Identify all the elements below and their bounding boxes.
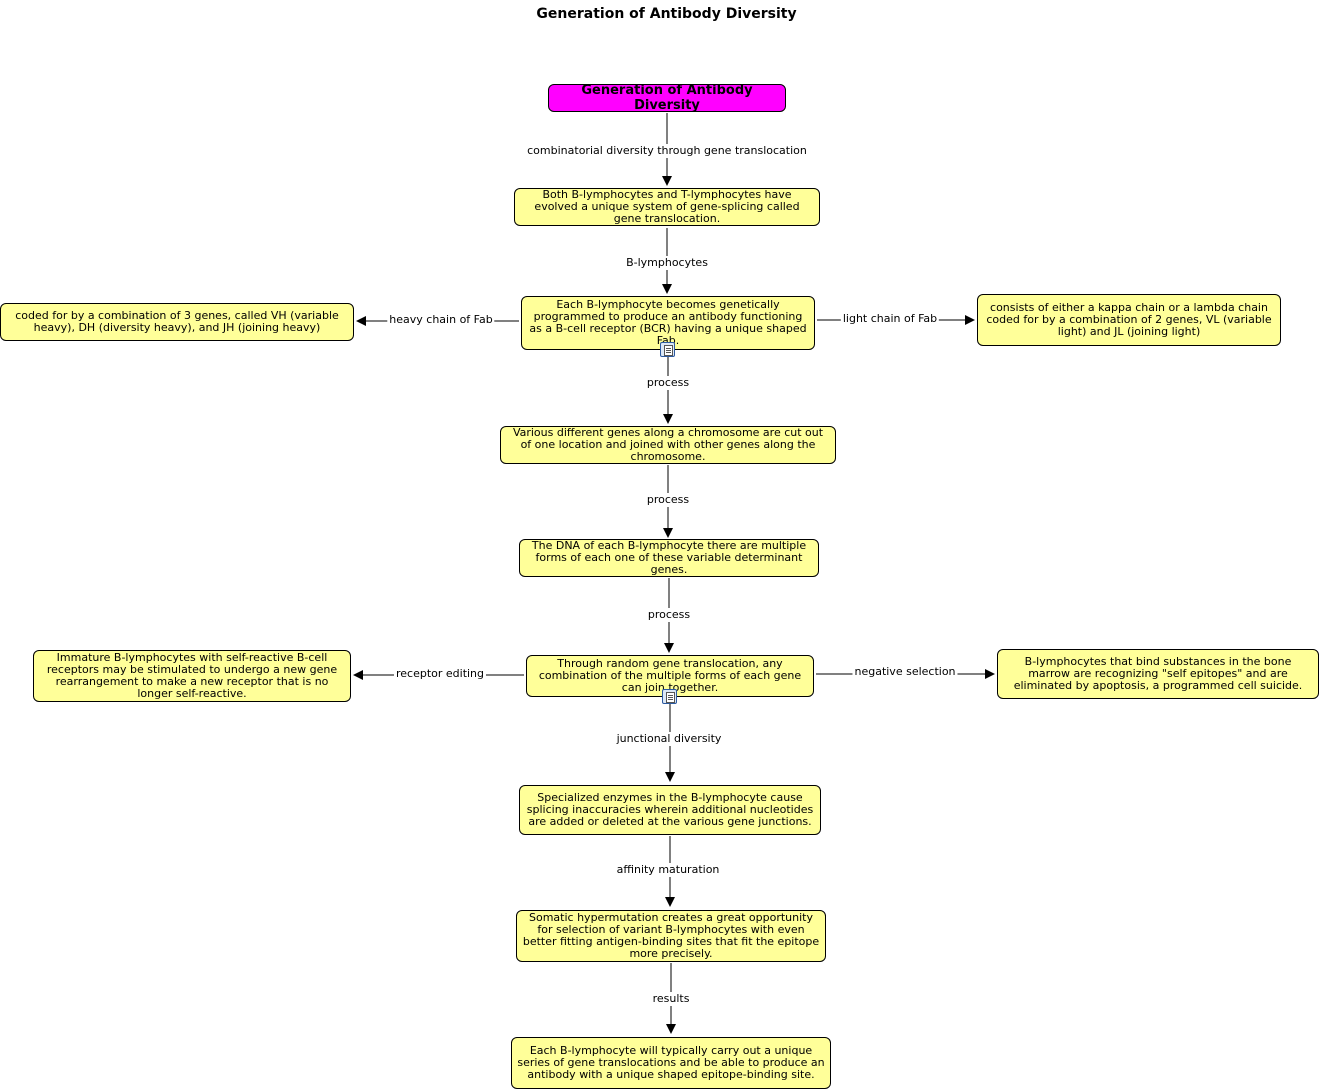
node-text: B-lymphocytes that bind substances in th… xyxy=(1013,655,1303,692)
document-icon[interactable] xyxy=(662,689,677,704)
unique-series-node[interactable]: Each B-lymphocyte will typically carry o… xyxy=(511,1037,831,1089)
root-concept-label: Generation of Antibody Diversity xyxy=(581,83,753,113)
root-concept-node[interactable]: Generation of Antibody Diversity xyxy=(548,83,786,113)
link-junctional-diversity: junctional diversity xyxy=(614,732,724,746)
node-text: Each B-lymphocyte will typically carry o… xyxy=(517,1044,825,1081)
link-heavy-chain: heavy chain of Fab xyxy=(387,313,495,327)
gene-translocation-node[interactable]: Both B-lymphocytes and T-lymphocytes hav… xyxy=(514,188,820,226)
node-text: Through random gene translocation, any c… xyxy=(538,657,802,694)
link-process: process xyxy=(644,493,692,507)
link-results: results xyxy=(650,992,692,1006)
heavy-chain-node[interactable]: coded for by a combination of 3 genes, c… xyxy=(0,303,354,341)
link-receptor-editing: receptor editing xyxy=(393,667,487,681)
node-text: coded for by a combination of 3 genes, c… xyxy=(15,309,339,334)
link-affinity-maturation: affinity maturation xyxy=(614,863,722,877)
document-icon[interactable] xyxy=(660,342,675,357)
link-negative-selection: negative selection xyxy=(852,665,958,679)
hypermutation-node[interactable]: Somatic hypermutation creates a great op… xyxy=(516,910,826,962)
link-b-lymphocytes: B-lymphocytes xyxy=(624,256,710,270)
immature-b-lymphocytes-node[interactable]: Immature B-lymphocytes with self-reactiv… xyxy=(33,650,351,702)
link-process: process xyxy=(645,608,693,622)
node-text: Specialized enzymes in the B-lymphocyte … xyxy=(526,791,814,828)
self-epitopes-node[interactable]: B-lymphocytes that bind substances in th… xyxy=(997,649,1319,699)
genes-cut-node[interactable]: Various different genes along a chromoso… xyxy=(500,426,836,464)
node-text: Various different genes along a chromoso… xyxy=(512,426,824,463)
link-light-chain: light chain of Fab xyxy=(840,312,940,326)
link-process: process xyxy=(644,376,692,390)
node-text: consists of either a kappa chain or a la… xyxy=(986,301,1272,338)
enzymes-node[interactable]: Specialized enzymes in the B-lymphocyte … xyxy=(519,785,821,835)
link-combinatorial-diversity: combinatorial diversity through gene tra… xyxy=(525,144,809,158)
page-title: Generation of Antibody Diversity xyxy=(536,6,797,22)
node-text: The DNA of each B-lymphocyte there are m… xyxy=(531,539,807,576)
node-text: Both B-lymphocytes and T-lymphocytes hav… xyxy=(534,188,800,225)
node-text: Immature B-lymphocytes with self-reactiv… xyxy=(46,651,338,700)
dna-forms-node[interactable]: The DNA of each B-lymphocyte there are m… xyxy=(519,539,819,577)
node-text: Somatic hypermutation creates a great op… xyxy=(522,911,820,960)
node-text: Each B-lymphocyte becomes genetically pr… xyxy=(529,298,807,347)
light-chain-node[interactable]: consists of either a kappa chain or a la… xyxy=(977,294,1281,346)
